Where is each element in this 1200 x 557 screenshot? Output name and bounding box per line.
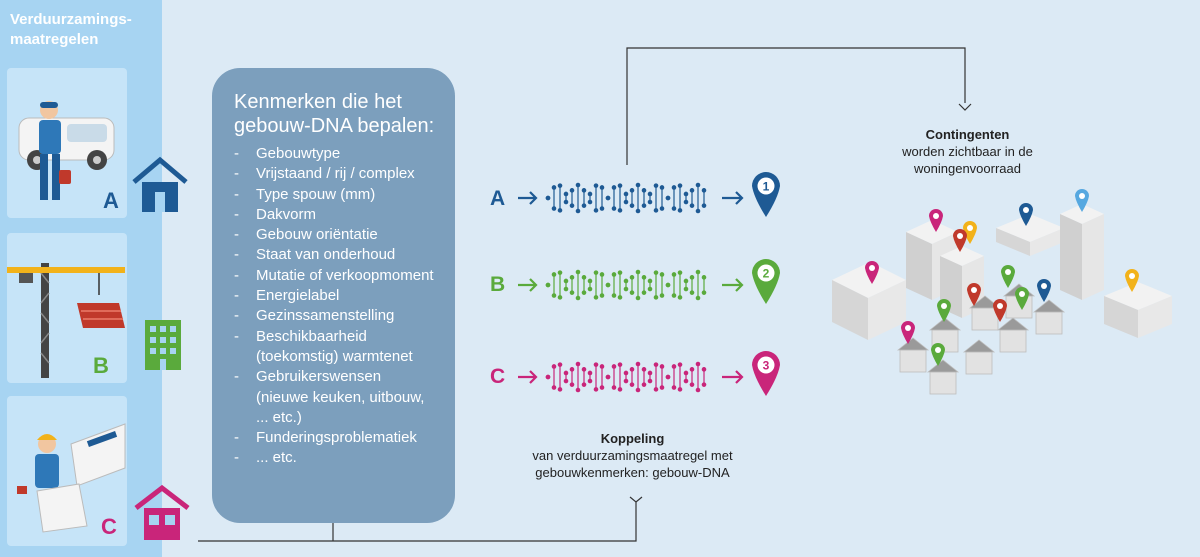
arrow-right-icon	[518, 191, 538, 205]
marker-number: 1	[763, 180, 770, 194]
map-marker-icon: 3	[752, 351, 780, 396]
crane-illustration	[7, 263, 125, 378]
map-marker-icon: 2	[752, 259, 780, 304]
location-pin-icon	[1125, 269, 1139, 292]
apartment-building-icon	[145, 320, 181, 370]
arrow-right-icon	[722, 278, 744, 292]
location-pin-icon	[931, 343, 945, 366]
location-pin-icon	[1015, 287, 1029, 310]
panel-c: C	[7, 396, 127, 546]
dna-row-a: 1	[518, 172, 780, 217]
list-item: Beschikbaarheid (toekomstig) warmtenet	[234, 327, 437, 368]
characteristics-card: Kenmerken die het gebouw-DNA bepalen: Ge…	[212, 68, 455, 523]
panel-letter-a: A	[103, 188, 119, 213]
marker-number: 2	[763, 267, 770, 281]
characteristics-list: Gebouwtype Vrijstaand / rij / complex Ty…	[234, 144, 437, 469]
dna-helix-icon	[545, 269, 707, 301]
small-houses	[896, 283, 1066, 395]
dna-row-b: 2	[518, 259, 780, 304]
arrow-right-icon	[722, 191, 744, 205]
list-item: Mutatie of verkoopmoment	[234, 266, 437, 287]
location-pin-icon	[1037, 279, 1051, 302]
dna-row-letter-a: A	[490, 187, 506, 210]
list-item: Type spouw (mm)	[234, 185, 437, 206]
list-item: Gezinssamenstelling	[234, 306, 437, 327]
arrow-right-icon	[518, 370, 538, 384]
list-item: Energielabel	[234, 286, 437, 307]
location-pin-icon	[963, 221, 977, 244]
arrow-right-icon	[518, 278, 538, 292]
dna-helix-icon	[545, 361, 707, 393]
list-item: ... etc.	[234, 448, 437, 469]
panel-b: B	[7, 233, 127, 383]
list-item: Gebouw oriëntatie	[234, 225, 437, 246]
location-pin-icon	[929, 209, 943, 232]
contingenten-caption: Contingenten worden zichtbaar in de woni…	[880, 126, 1055, 177]
list-item: Vrijstaand / rij / complex	[234, 164, 437, 185]
location-pin-icon	[1019, 203, 1033, 226]
location-pin-icon	[953, 229, 967, 252]
panel-letter-c: C	[101, 514, 117, 539]
location-pins	[865, 189, 1139, 366]
koppeling-title: Koppeling	[600, 431, 665, 446]
koppeling-caption: Koppeling van verduurzamingsmaatregel me…	[510, 430, 755, 481]
sidebar: Verduurzamings-maatregelen A	[0, 0, 190, 557]
panel-a: A	[7, 68, 127, 218]
location-pin-icon	[1001, 265, 1015, 288]
card-title: Kenmerken die het gebouw-DNA bepalen:	[234, 91, 435, 137]
list-item: Staat van onderhoud	[234, 245, 437, 266]
dna-helix-icon	[545, 182, 707, 214]
koppeling-text: van verduurzamingsmaatregel met gebouwke…	[532, 448, 733, 480]
location-pin-icon	[993, 299, 1007, 322]
arrow-right-icon	[722, 370, 744, 384]
location-pin-icon	[865, 261, 879, 284]
location-pin-icon	[901, 321, 915, 344]
house-icon	[132, 156, 188, 212]
list-item: Gebruikerswensen (nieuwe keuken, uitbouw…	[234, 367, 437, 428]
marker-number: 3	[763, 359, 770, 373]
house-icon	[134, 484, 190, 540]
contingenten-title: Contingenten	[925, 127, 1010, 142]
panel-letter-b: B	[93, 353, 109, 378]
map-marker-icon: 1	[752, 172, 780, 217]
list-item: Dakvorm	[234, 205, 437, 226]
dna-row-letter-c: C	[490, 365, 506, 388]
location-pin-icon	[937, 299, 951, 322]
sidebar-title: Verduurzamings-maatregelen	[10, 11, 132, 48]
list-item: Funderingsproblematiek	[234, 428, 437, 449]
worker-van-illustration	[18, 101, 115, 200]
location-pin-icon	[967, 283, 981, 306]
list-item: Gebouwtype	[234, 144, 437, 165]
location-pin-icon	[1075, 189, 1089, 212]
dna-row-letter-b: B	[490, 273, 506, 296]
contingenten-text: worden zichtbaar in de woningenvoorraad	[902, 144, 1033, 176]
insulation-worker-illustration	[17, 423, 126, 533]
dna-row-c: 3	[518, 351, 780, 396]
